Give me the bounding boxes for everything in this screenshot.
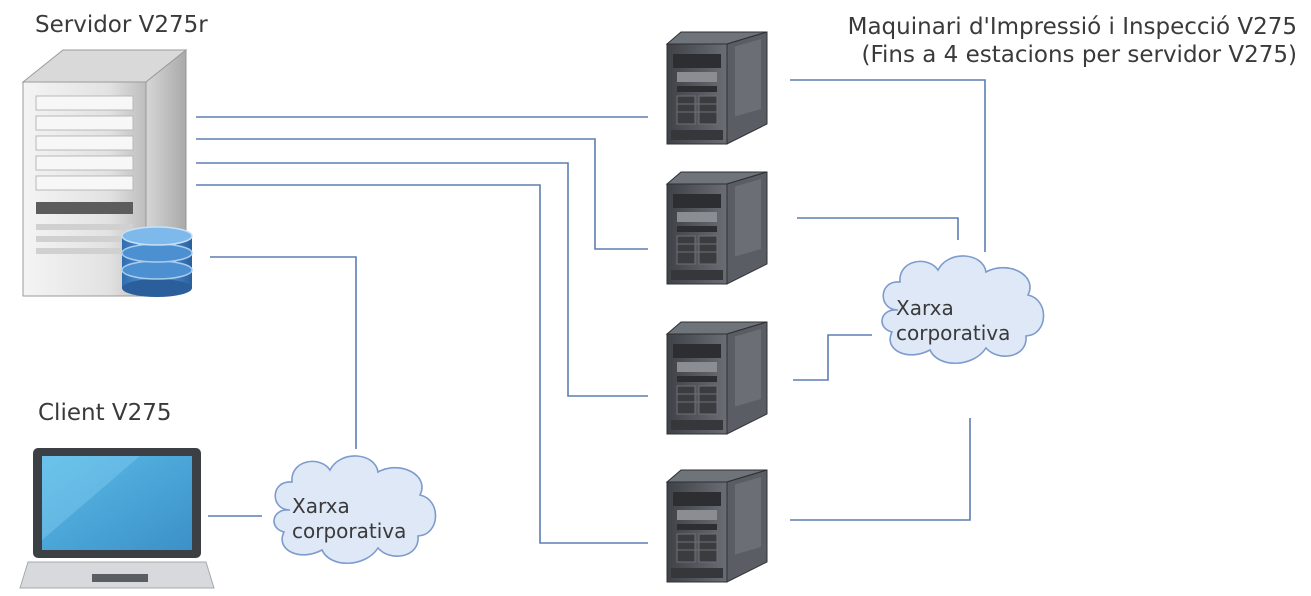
wire-printer1-cloud-right [790,79,986,252]
printer-1-icon [666,31,768,145]
printer-2-icon [666,171,768,285]
printer-4-icon [666,469,768,583]
wire-printer3-cloud-right [793,334,872,381]
database-icon [121,226,193,297]
wire-server-printer-4 [196,184,648,544]
printer-3-icon [666,321,768,435]
server-title: Servidor V275r [35,12,208,38]
wire-server-printer-2 [196,138,648,250]
wire-server-cloud-left [210,256,357,449]
network-label-left-line2: corporativa [292,519,407,543]
printers-title-line1: Maquinari d'Impressió i Inspecció V275 [847,14,1297,40]
client-title: Client V275 [38,400,172,426]
printers-title-line2: (Fins a 4 estacions per servidor V275) [861,41,1297,68]
network-label-right: Xarxa corporativa [896,296,1010,346]
network-label-right-line2: corporativa [896,321,1011,345]
printers-title: Maquinari d'Impressió i Inspecció V275 (… [848,14,1297,69]
wire-printer4-cloud-right [790,418,971,521]
network-label-right-line1: Xarxa [896,296,954,320]
laptop-icon [19,448,215,589]
network-label-left: Xarxa corporativa [292,494,406,544]
wire-server-printer-3 [196,162,648,397]
wire-printer2-cloud-right [797,217,959,240]
network-label-left-line1: Xarxa [292,494,350,518]
connection-lines [196,79,986,544]
